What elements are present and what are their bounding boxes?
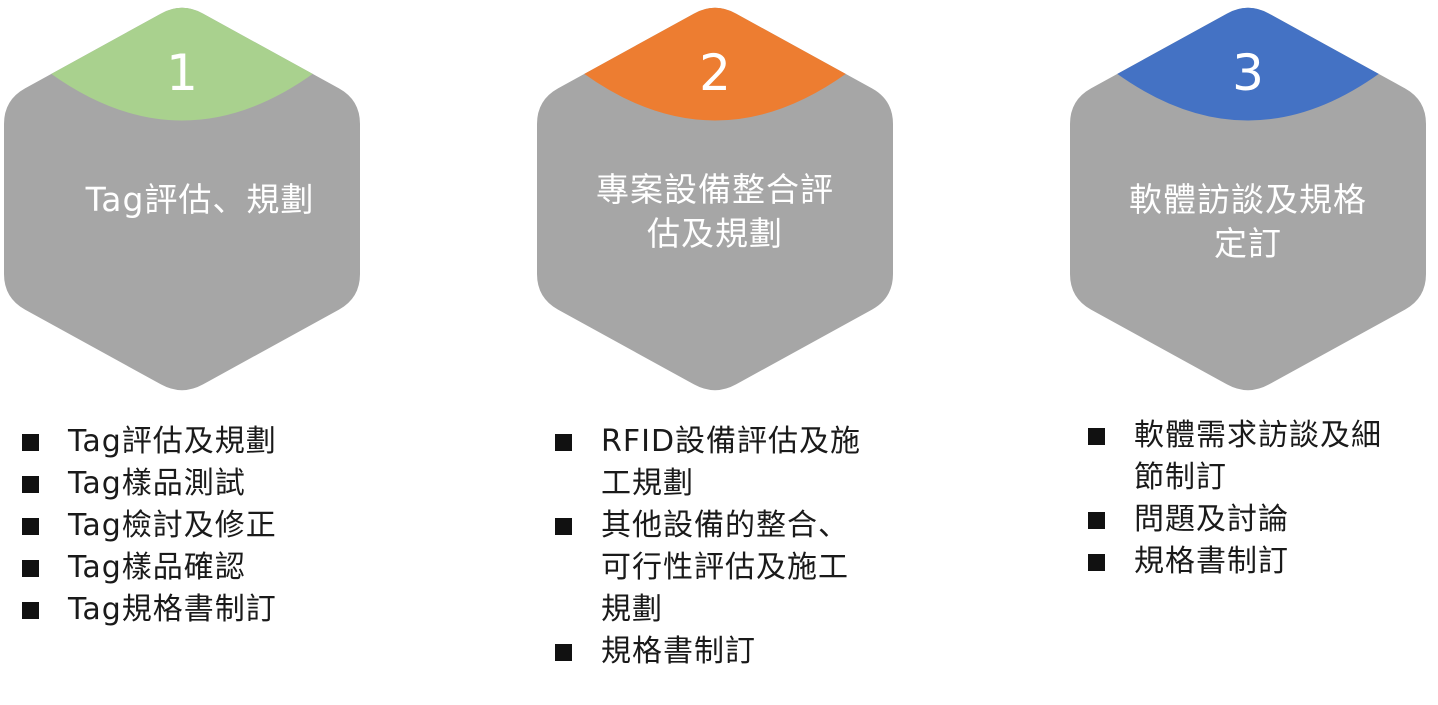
list-item: 規格書制訂 xyxy=(1088,541,1433,583)
square-bullet-icon xyxy=(1088,554,1105,571)
step-3-title-line: 軟體訪談及規格 xyxy=(1129,180,1367,219)
step-1-title: Tag評估、規劃 xyxy=(40,178,360,222)
step-1-number: 1 xyxy=(166,44,198,102)
list-item: 其他設備的整合、可行性評估及施工規劃 xyxy=(555,505,915,631)
list-item-text: 軟體需求訪談及細 xyxy=(1134,418,1382,453)
list-item: 問題及討論 xyxy=(1088,499,1433,541)
list-item: RFID設備評估及施工規劃 xyxy=(555,421,915,505)
list-item: 軟體需求訪談及細節制訂 xyxy=(1088,415,1433,499)
list-item: Tag樣品測試 xyxy=(22,463,382,505)
list-item-text: 規格書制訂 xyxy=(1134,544,1289,579)
step-2-title-line: 估及規劃 xyxy=(647,214,783,253)
step-2-title: 專案設備整合評 估及規劃 xyxy=(560,168,870,256)
list-item: Tag檢討及修正 xyxy=(22,505,382,547)
square-bullet-icon xyxy=(22,476,39,493)
list-item-text: 節制訂 xyxy=(1134,460,1227,495)
square-bullet-icon xyxy=(22,518,39,535)
list-item-text: RFID設備評估及施 xyxy=(601,424,862,459)
list-item-text: Tag檢討及修正 xyxy=(68,508,277,543)
square-bullet-icon xyxy=(555,434,572,451)
list-item: Tag樣品確認 xyxy=(22,547,382,589)
square-bullet-icon xyxy=(1088,428,1105,445)
square-bullet-icon xyxy=(1088,512,1105,529)
list-item-text: 其他設備的整合、 xyxy=(601,508,849,543)
list-item-text: Tag樣品確認 xyxy=(68,550,246,585)
step-3-title-line: 定訂 xyxy=(1214,224,1282,263)
square-bullet-icon xyxy=(22,560,39,577)
step-2-hexagon-body xyxy=(537,7,893,391)
square-bullet-icon xyxy=(555,644,572,661)
list-item-text: 規格書制訂 xyxy=(601,634,756,669)
step-1-title-line: Tag評估、規劃 xyxy=(85,180,315,219)
list-item: Tag評估及規劃 xyxy=(22,421,382,463)
list-item-text: 可行性評估及施工 xyxy=(601,550,849,585)
step-1-bullet-list: Tag評估及規劃 Tag樣品測試 Tag檢討及修正 Tag樣品確認 Tag規格書… xyxy=(22,421,382,631)
list-item: Tag規格書制訂 xyxy=(22,589,382,631)
step-1-hexagon-body xyxy=(4,7,360,391)
step-3-hexagon-body xyxy=(1070,7,1426,391)
step-3-title: 軟體訪談及規格 定訂 xyxy=(1093,178,1403,266)
square-bullet-icon xyxy=(22,434,39,451)
step-2-number: 2 xyxy=(699,44,731,102)
list-item-text: Tag樣品測試 xyxy=(68,466,246,501)
list-item: 規格書制訂 xyxy=(555,631,915,673)
step-2-bullet-list: RFID設備評估及施工規劃 其他設備的整合、可行性評估及施工規劃 規格書制訂 xyxy=(555,421,915,673)
list-item-text: 規劃 xyxy=(601,592,663,627)
list-item-text: Tag規格書制訂 xyxy=(68,592,277,627)
step-3-number: 3 xyxy=(1232,44,1264,102)
step-3-bullet-list: 軟體需求訪談及細節制訂 問題及討論 規格書制訂 xyxy=(1088,415,1433,583)
list-item-text: Tag評估及規劃 xyxy=(68,424,277,459)
square-bullet-icon xyxy=(22,602,39,619)
square-bullet-icon xyxy=(555,518,572,535)
list-item-text: 問題及討論 xyxy=(1134,502,1289,537)
list-item-text: 工規劃 xyxy=(601,466,694,501)
step-2-title-line: 專案設備整合評 xyxy=(596,170,834,209)
